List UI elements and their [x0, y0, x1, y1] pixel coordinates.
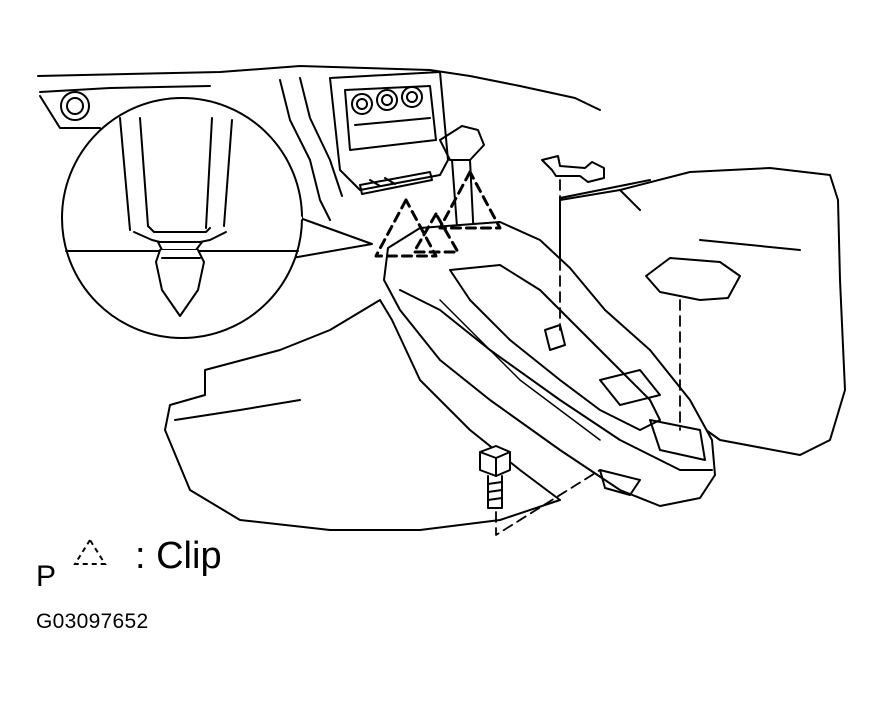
clip-markers — [374, 170, 502, 258]
console-pad — [645, 257, 741, 301]
dashboard — [37, 65, 601, 221]
dashed-triangle-icon — [73, 538, 107, 565]
legend-prefix: P — [36, 560, 57, 593]
center-console — [383, 221, 716, 507]
center-stack — [329, 71, 449, 195]
clip-marker-middle — [412, 212, 460, 254]
figure-id: G03097652 — [36, 610, 149, 633]
console-bracket — [541, 155, 605, 183]
clip-detail-magnifier — [61, 97, 373, 339]
bolt — [479, 445, 511, 509]
legend-clip-label: : Clip — [135, 535, 222, 577]
clip-marker-right — [438, 170, 502, 230]
clip-marker-left — [374, 198, 438, 258]
seat-left — [164, 299, 561, 531]
guide-lines — [495, 179, 681, 536]
